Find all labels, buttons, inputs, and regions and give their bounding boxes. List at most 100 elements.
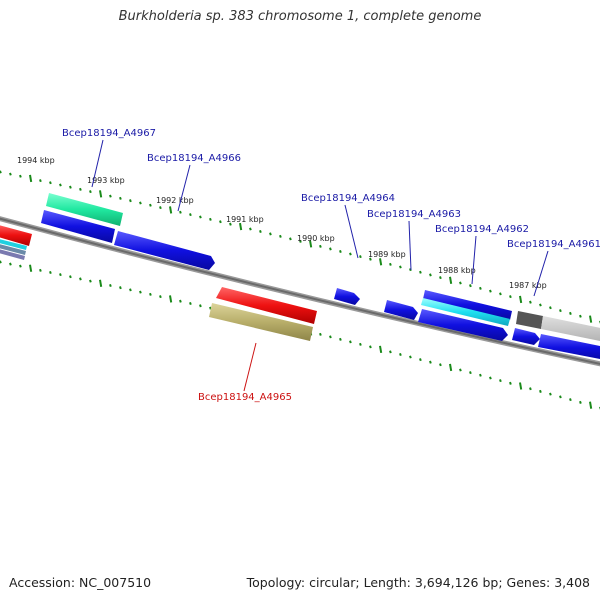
- outer-row-tick: [569, 311, 572, 315]
- inner-row-tick: [79, 277, 82, 281]
- outer-row-tick: [449, 276, 453, 284]
- inner-row-tick: [99, 279, 103, 287]
- label-connectors: [91, 139, 549, 297]
- outer-row-tick: [519, 295, 523, 304]
- inner-row-tick: [59, 273, 62, 277]
- gene-left-edge-stack[interactable]: [0, 224, 32, 260]
- kbp-label-1992: 1992 kbp: [156, 196, 194, 205]
- inner-row-tick: [359, 342, 362, 346]
- inner-row-tick: [139, 290, 142, 294]
- outer-row-tick: [229, 222, 232, 226]
- inner-row-tick: [569, 398, 572, 402]
- outer-row-tick: [529, 300, 532, 304]
- gene-label-A4964[interactable]: Bcep18194_A4964: [301, 193, 395, 204]
- label-connector-A4965: [243, 342, 257, 392]
- gene-A4964[interactable]: [334, 288, 360, 305]
- inner-row-tick: [209, 306, 212, 310]
- inner-row-tick: [459, 368, 462, 372]
- inner-row-tick: [339, 337, 342, 341]
- gene-A4966[interactable]: [114, 231, 215, 270]
- outer-row-tick: [129, 199, 132, 203]
- outer-row-tick: [339, 249, 342, 253]
- inner-row-tick: [149, 292, 152, 296]
- gene-A4961-small[interactable]: [512, 328, 540, 345]
- gene-label-A4962[interactable]: Bcep18194_A4962: [435, 224, 529, 235]
- inner-row-tick: [0, 260, 2, 264]
- outer-row-tick: [389, 262, 392, 266]
- inner-row-tick: [389, 350, 392, 354]
- inner-row-tick: [189, 301, 192, 306]
- inner-row-tick: [399, 352, 402, 356]
- inner-row-tick: [449, 363, 453, 372]
- outer-row-tick: [349, 252, 352, 256]
- gene-A4963[interactable]: [384, 300, 418, 320]
- outer-row-tick: [549, 306, 552, 310]
- gene-A4965[interactable]: [209, 303, 313, 341]
- outer-row-tick: [579, 314, 582, 318]
- gene-A4962-cyan[interactable]: [421, 298, 510, 326]
- gene-A4961[interactable]: [538, 334, 600, 361]
- inner-row-tick: [89, 279, 92, 283]
- inner-row-tick: [529, 387, 532, 391]
- gene-gray-light[interactable]: [541, 316, 600, 343]
- gene-label-A4966[interactable]: Bcep18194_A4966: [147, 153, 241, 164]
- outer-row-tick: [79, 187, 82, 191]
- outer-row-tick: [189, 213, 192, 217]
- inner-row-tick: [539, 389, 542, 393]
- inner-row-tick: [499, 379, 502, 383]
- inner-row-tick: [179, 299, 182, 303]
- outer-row-tick: [559, 309, 562, 313]
- outer-row-tick: [39, 179, 42, 183]
- gene-label-A4967[interactable]: Bcep18194_A4967: [62, 128, 156, 139]
- outer-row-tick: [109, 194, 112, 198]
- outer-row-tick: [589, 315, 593, 323]
- outer-row-tick: [269, 232, 272, 236]
- gene-label-A4963[interactable]: Bcep18194_A4963: [367, 209, 461, 220]
- inner-row-tick: [39, 268, 42, 272]
- inner-row-tick: [19, 264, 22, 268]
- inner-row-tick: [49, 270, 52, 275]
- outer-row-tick: [249, 227, 252, 231]
- inner-row-tick: [419, 358, 422, 362]
- inner-row-tick: [329, 335, 332, 339]
- outer-row-tick: [489, 289, 492, 293]
- inner-row-tick: [579, 400, 582, 404]
- gene-A4967[interactable]: [41, 210, 115, 243]
- kbp-labels: 1994 kbp 1993 kbp 1992 kbp 1991 kbp 1990…: [17, 156, 547, 290]
- inner-row-tick: [349, 340, 352, 344]
- inner-row-tick: [129, 288, 132, 292]
- outer-row-tick: [509, 295, 512, 299]
- inner-row-tick: [589, 401, 593, 409]
- gene-gray-dark[interactable]: [516, 311, 543, 329]
- outer-row-tick: [49, 181, 52, 185]
- map-title: Burkholderia sp. 383 chromosome 1, compl…: [118, 9, 482, 24]
- inner-row-tick: [199, 304, 202, 308]
- inner-row-tick: [469, 371, 472, 375]
- gene-label-A4961[interactable]: Bcep18194_A4961: [507, 239, 600, 250]
- outer-row-tick: [119, 196, 122, 200]
- outer-row-tick: [439, 276, 442, 280]
- outer-row-tick: [409, 268, 412, 272]
- outer-row-tick: [369, 257, 372, 261]
- kbp-label-1987: 1987 kbp: [509, 281, 547, 290]
- inner-row-tick: [109, 283, 112, 288]
- outer-row-tick: [499, 292, 502, 296]
- inner-row-tick: [509, 381, 512, 385]
- gene-A4965-reverse[interactable]: [216, 287, 317, 324]
- inner-row-tick: [169, 295, 173, 303]
- outer-row-tick: [299, 239, 302, 243]
- outer-row-tick: [469, 284, 472, 288]
- gene-A4962[interactable]: [418, 309, 508, 341]
- outer-row-tick: [359, 255, 362, 259]
- inner-row-tick: [559, 395, 562, 399]
- inner-row-tick: [379, 345, 383, 354]
- inner-row-tick: [69, 275, 72, 279]
- gene-A4962-upper[interactable]: [423, 290, 512, 320]
- outer-row-tick: [259, 229, 262, 233]
- gene-label-A4965[interactable]: Bcep18194_A4965: [198, 392, 292, 403]
- inner-row-tick: [479, 373, 482, 377]
- gene-A4967-rna[interactable]: [46, 193, 123, 226]
- inner-row-tick: [9, 262, 12, 266]
- kbp-label-1993: 1993 kbp: [87, 176, 125, 185]
